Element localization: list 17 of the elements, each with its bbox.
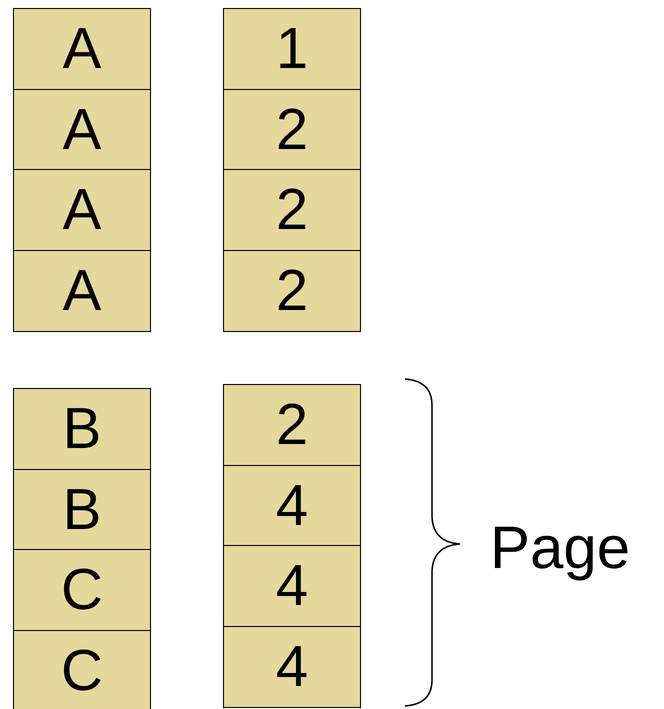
table-cell: A xyxy=(13,250,151,332)
bracket-label: Page xyxy=(490,518,630,578)
table-cell: 4 xyxy=(223,464,361,546)
table-cell: 4 xyxy=(223,545,361,627)
table-cell: B xyxy=(13,468,151,550)
table-cell: 2 xyxy=(223,88,361,170)
table-cell: 2 xyxy=(223,384,361,466)
table-cell: 2 xyxy=(223,169,361,251)
table-cell: A xyxy=(13,169,151,251)
table-cell: C xyxy=(13,549,151,631)
table-cell: C xyxy=(13,630,151,709)
table-cell: 2 xyxy=(223,250,361,332)
table-cell: B xyxy=(13,388,151,470)
table-cell: A xyxy=(13,88,151,170)
table-cell: 4 xyxy=(223,626,361,708)
table-cell: A xyxy=(13,8,151,90)
table-cell: 1 xyxy=(223,8,361,90)
